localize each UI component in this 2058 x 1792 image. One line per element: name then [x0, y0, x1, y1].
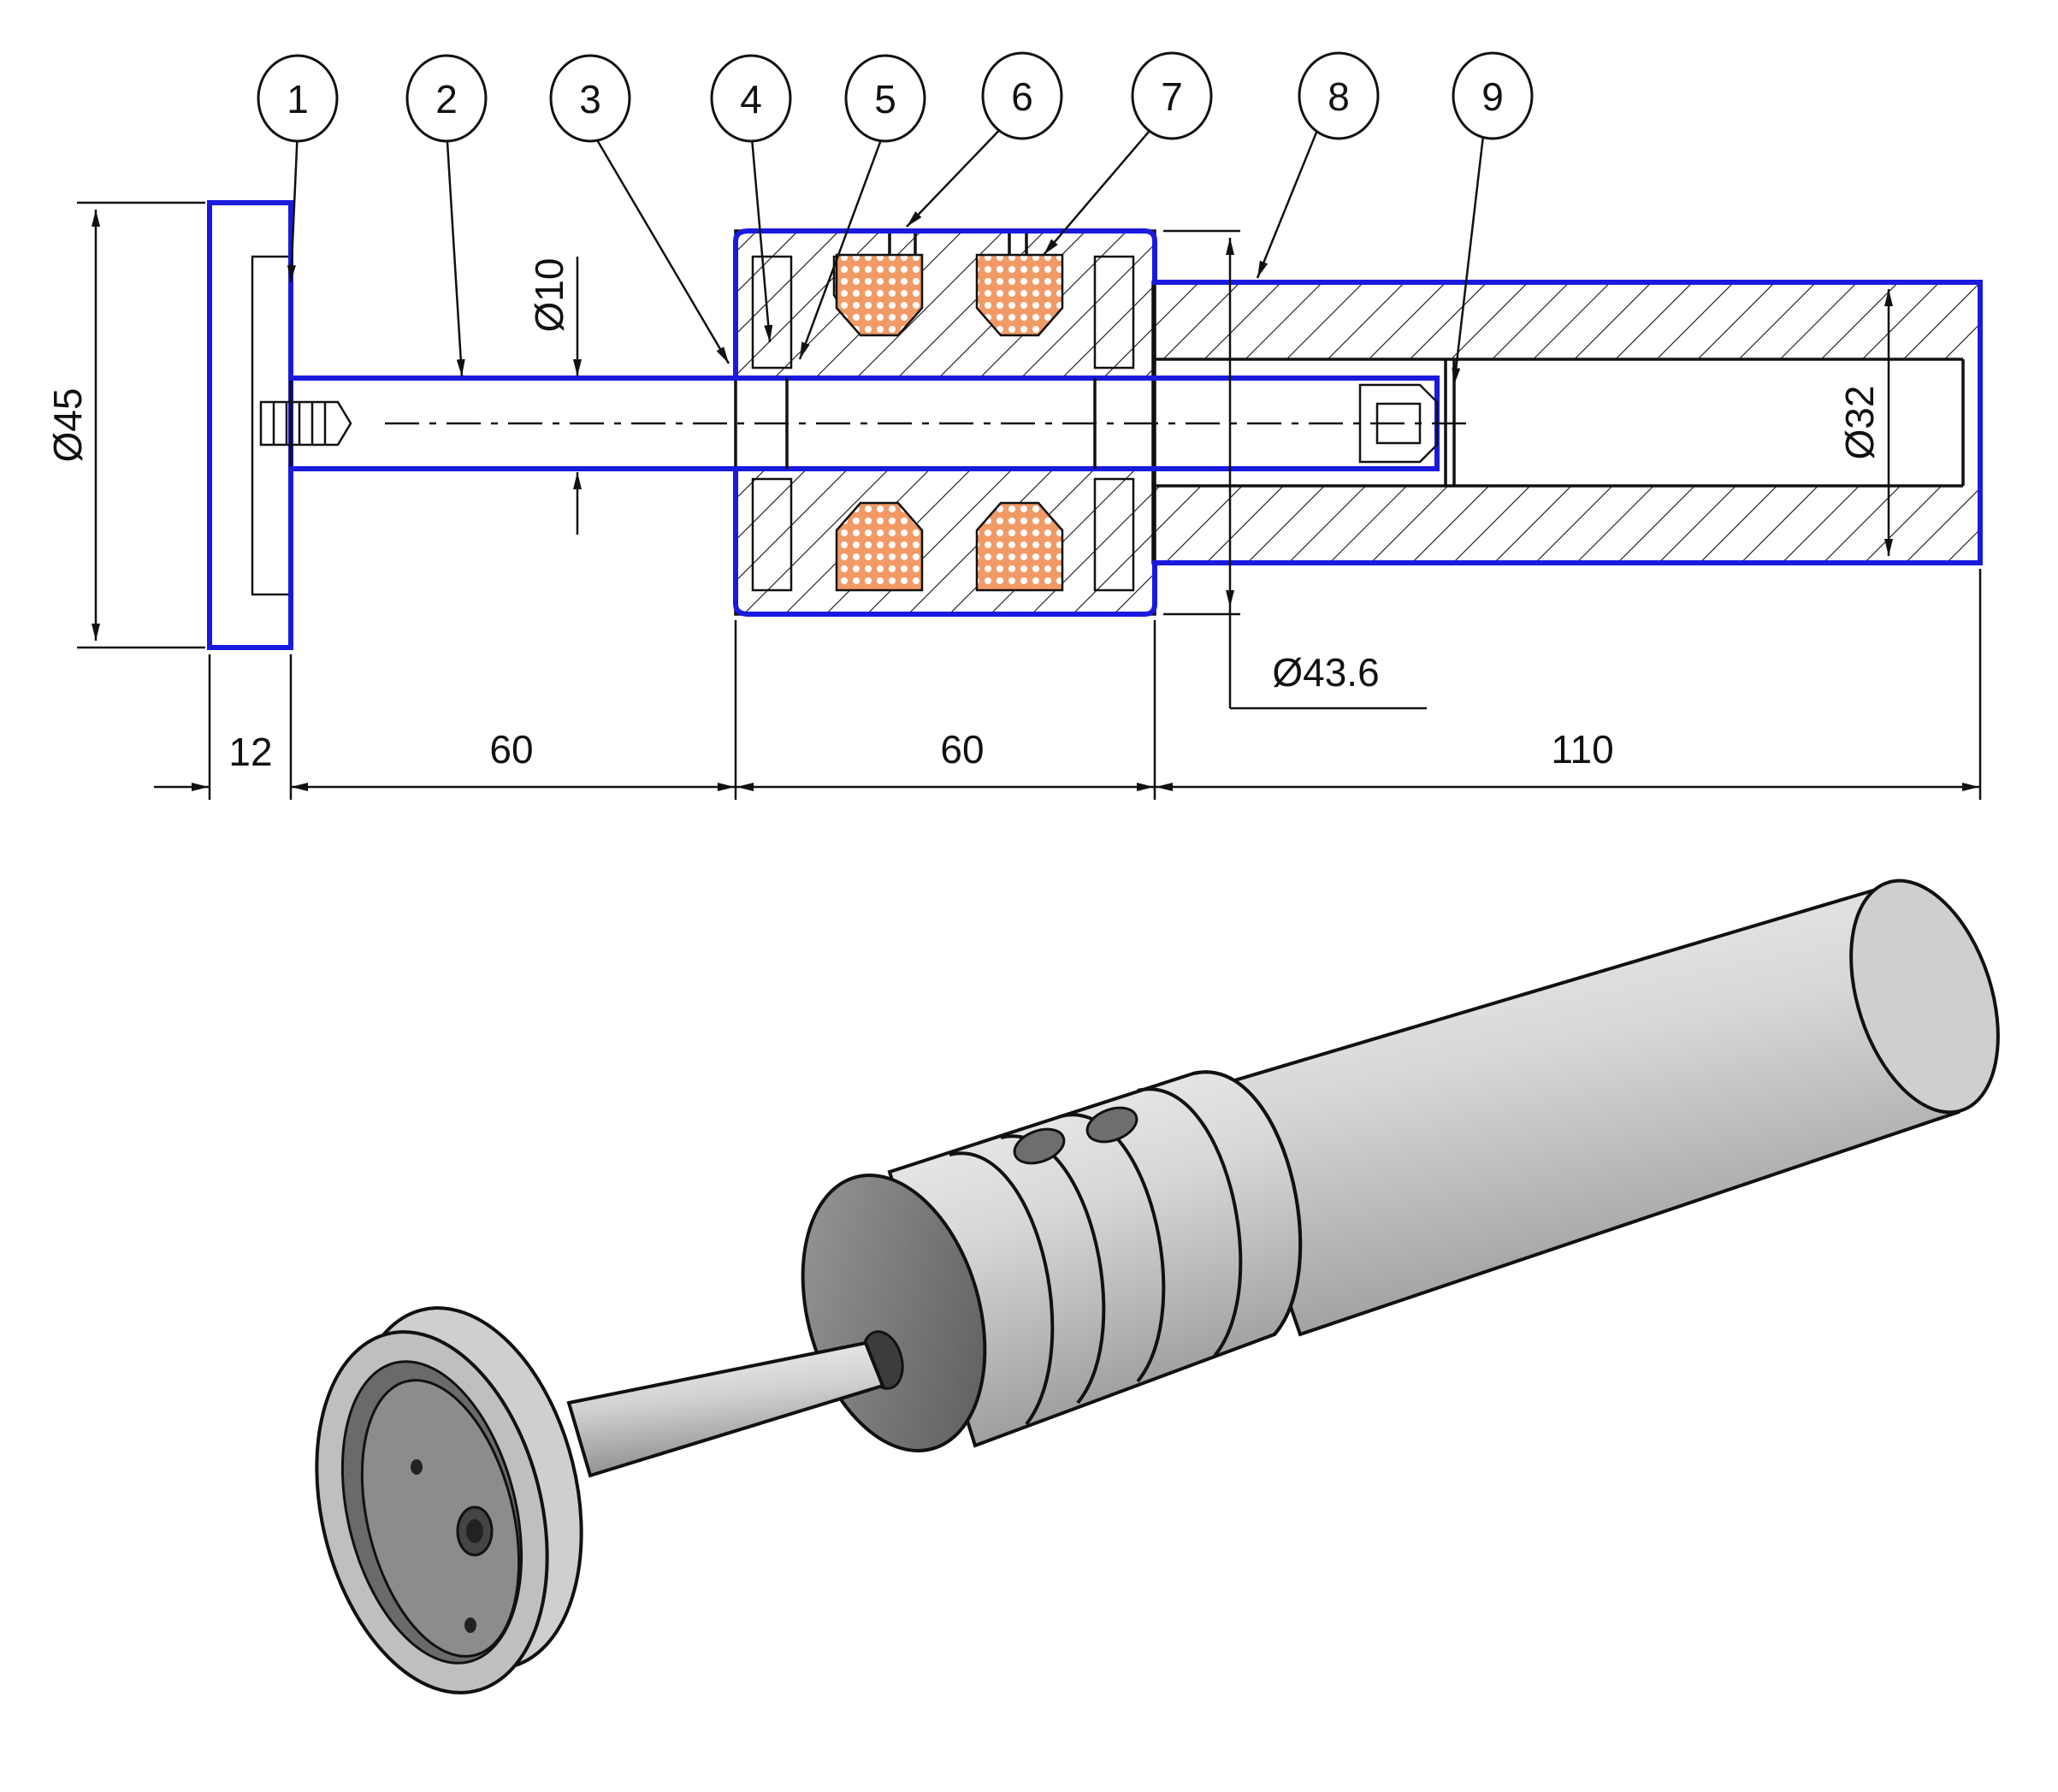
balloon-4: 4 [710, 54, 792, 143]
balloon-8-label: 8 [1328, 74, 1350, 119]
dimension-body-diameter: Ø43.6 [1163, 229, 1427, 710]
iso-tube [1212, 878, 2000, 1337]
length-tube-label: 110 [1551, 727, 1613, 772]
balloon-1-label: 1 [287, 77, 309, 121]
flange-diameter-label: Ø45 [45, 388, 90, 463]
balloon-2: 2 [405, 54, 488, 143]
balloon-5: 5 [844, 54, 926, 143]
length-rod-label: 60 [489, 727, 533, 772]
balloon-7-label: 7 [1161, 74, 1183, 119]
balloon-1: 1 [257, 54, 339, 143]
rod-diameter-label: Ø10 [527, 258, 571, 333]
balloon-9: 9 [1452, 51, 1534, 140]
contour-outline [207, 200, 1983, 650]
balloon-2-label: 2 [435, 77, 458, 121]
balloon-5-label: 5 [874, 77, 896, 121]
iso-housing [801, 1070, 1303, 1452]
balloon-9-label: 9 [1481, 74, 1504, 119]
isometric-view [315, 878, 2000, 1694]
balloon-8: 8 [1298, 51, 1380, 140]
body-diameter-label: Ø43.6 [1272, 650, 1379, 695]
iso-rod [566, 1340, 885, 1478]
length-flange-label: 12 [228, 730, 272, 774]
tube-walls-hatched [1151, 281, 1982, 565]
length-body-label: 60 [940, 727, 984, 772]
balloon-6-label: 6 [1011, 74, 1033, 119]
dimension-bore-diameter: Ø32 [1837, 289, 1893, 556]
balloon-3-label: 3 [579, 77, 601, 121]
dimension-lengths: 12 60 60 110 [154, 569, 1982, 800]
bore-diameter-label: Ø32 [1837, 386, 1882, 460]
coil-windings [832, 253, 1064, 592]
flange [208, 201, 352, 649]
balloon-4-label: 4 [740, 77, 762, 121]
balloon-6: 6 [981, 51, 1063, 140]
iso-flange [315, 1306, 583, 1694]
dimension-rod-diameter: Ø10 [527, 257, 582, 535]
balloon-7: 7 [1131, 51, 1213, 140]
balloon-3: 3 [549, 54, 631, 143]
dimension-flange-diameter: Ø45 [45, 201, 205, 649]
section-view: 1 2 3 4 5 6 7 8 [45, 51, 1983, 800]
leader-lines [287, 119, 1486, 386]
